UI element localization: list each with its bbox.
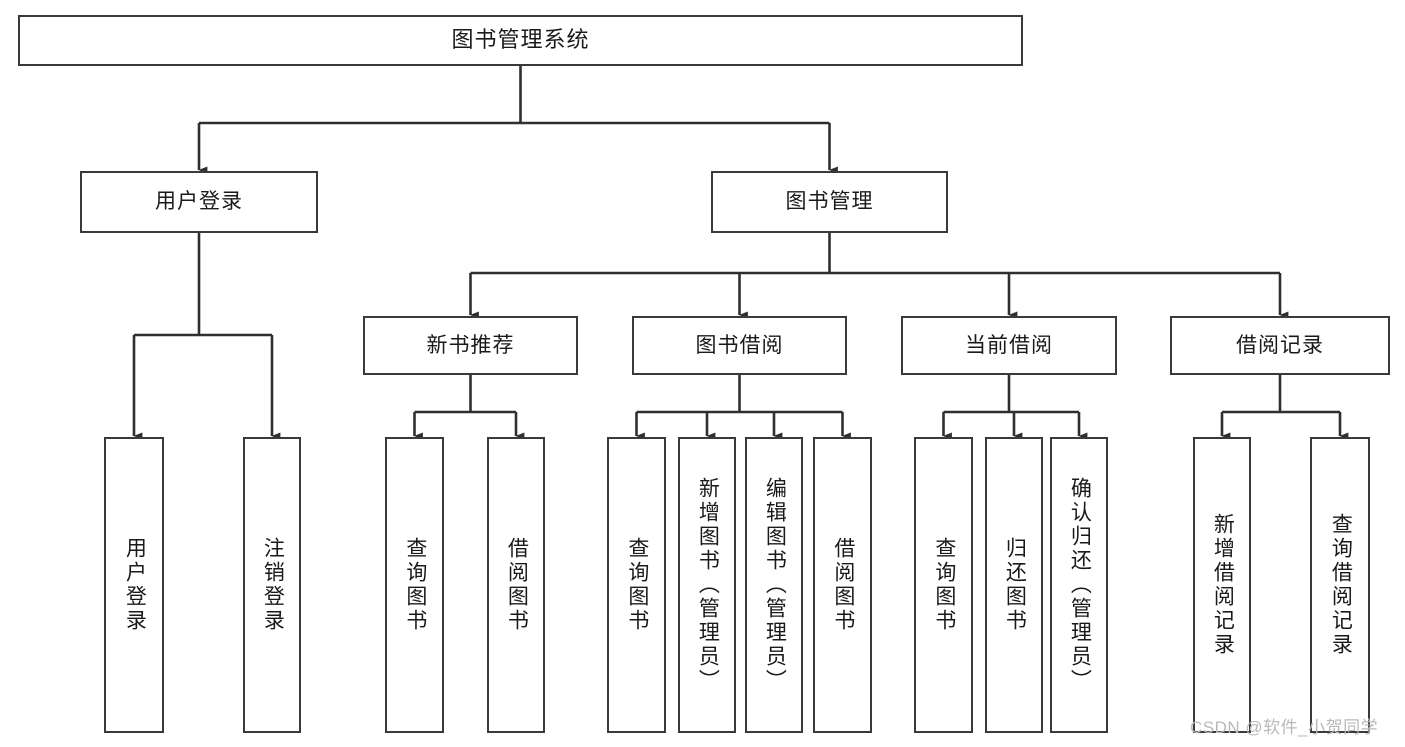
node-label: 当前借阅 [965, 333, 1053, 357]
node-leaf-add-record[interactable]: 新增借阅记录 [1193, 437, 1251, 733]
node-leaf-add-book[interactable]: 新增图书（管理员） [678, 437, 736, 733]
node-label: 确认归还（管理员） [1068, 477, 1092, 693]
node-book-manage[interactable]: 图书管理 [711, 171, 948, 233]
node-label: 归还图书 [1003, 537, 1027, 633]
node-leaf-confirm-return[interactable]: 确认归还（管理员） [1050, 437, 1108, 733]
node-leaf-edit-book[interactable]: 编辑图书（管理员） [745, 437, 803, 733]
node-user-login[interactable]: 用户登录 [80, 171, 318, 233]
node-label: 查询图书 [932, 537, 956, 633]
node-leaf-logout[interactable]: 注销登录 [243, 437, 301, 733]
node-label: 查询图书 [625, 537, 649, 633]
node-new-book-rec[interactable]: 新书推荐 [363, 316, 578, 375]
node-label: 借阅图书 [505, 537, 529, 633]
node-root[interactable]: 图书管理系统 [18, 15, 1023, 66]
node-leaf-borrow-book-2[interactable]: 借阅图书 [813, 437, 872, 733]
watermark: CSDN @软件_小贺同学 [1190, 718, 1379, 737]
node-label: 借阅记录 [1236, 333, 1324, 357]
node-leaf-query-record[interactable]: 查询借阅记录 [1310, 437, 1370, 733]
node-label: 新书推荐 [426, 333, 515, 357]
node-leaf-user-login[interactable]: 用户登录 [104, 437, 164, 733]
node-label: 用户登录 [123, 537, 147, 633]
node-leaf-query-book-1[interactable]: 查询图书 [385, 437, 444, 733]
node-label: 图书借阅 [695, 333, 784, 357]
node-label: 借阅图书 [831, 537, 855, 633]
node-label: 用户登录 [155, 190, 243, 214]
node-leaf-borrow-book-1[interactable]: 借阅图书 [487, 437, 545, 733]
node-label: 新增图书（管理员） [696, 477, 720, 693]
node-book-borrow[interactable]: 图书借阅 [632, 316, 847, 375]
node-label: 注销登录 [261, 537, 285, 633]
node-current-borrow[interactable]: 当前借阅 [901, 316, 1117, 375]
node-borrow-record[interactable]: 借阅记录 [1170, 316, 1390, 375]
node-label: 新增借阅记录 [1211, 513, 1235, 657]
node-label: 查询图书 [403, 537, 427, 633]
node-label: 编辑图书（管理员） [763, 477, 787, 693]
node-leaf-return-book[interactable]: 归还图书 [985, 437, 1043, 733]
node-label: 图书管理系统 [451, 27, 590, 53]
node-label: 查询借阅记录 [1329, 513, 1353, 657]
node-leaf-query-book-2[interactable]: 查询图书 [607, 437, 666, 733]
node-leaf-query-book-3[interactable]: 查询图书 [914, 437, 973, 733]
node-label: 图书管理 [785, 190, 874, 214]
